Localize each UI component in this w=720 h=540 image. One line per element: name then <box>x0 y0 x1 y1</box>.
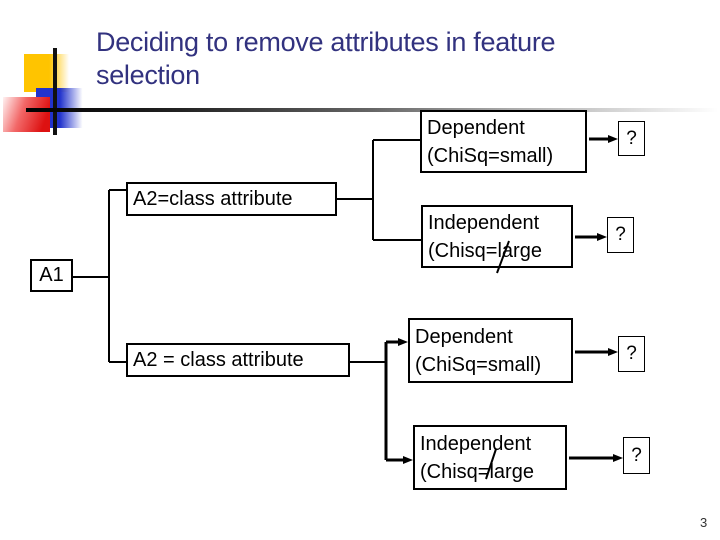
decoration-yellow-square <box>24 54 70 92</box>
branch-node-a2-bottom-label: A2 = class attribute <box>133 349 304 371</box>
outcome-node-independent-top: Independent (Chisq=large <box>421 205 573 268</box>
title-underline-rule <box>26 108 718 112</box>
outcome-dependent-bottom-line1: Dependent <box>415 326 513 348</box>
branch-node-a2-bottom: A2 = class attribute <box>126 343 350 377</box>
outcome-independent-top-line2: (Chisq=large <box>428 240 542 262</box>
page-number: 3 <box>700 515 708 530</box>
question-box-2: ? <box>607 217 634 253</box>
outcome-node-dependent-top: Dependent (ChiSq=small) <box>420 110 587 173</box>
question-box-1: ? <box>618 121 645 156</box>
outcome-independent-top-line1: Independent <box>428 212 540 234</box>
outcome-node-dependent-bottom: Dependent (ChiSq=small) <box>408 318 573 383</box>
outcome-dependent-top-line1: Dependent <box>427 117 525 139</box>
slide-title: Deciding to remove attributes in feature… <box>96 26 696 92</box>
slide-title-line2: selection <box>96 60 200 90</box>
outcome-independent-bottom-line1: Independent <box>420 433 532 455</box>
outcome-dependent-top-line2: (ChiSq=small) <box>427 145 554 167</box>
decoration-vertical-line <box>53 48 57 135</box>
root-node-a1: A1 <box>30 259 73 292</box>
question-box-4: ? <box>623 437 650 474</box>
elbow-connector-lines <box>73 139 421 363</box>
branch-node-a2-top: A2=class attribute <box>126 182 337 216</box>
branch-node-a2-top-label: A2=class attribute <box>133 188 293 210</box>
decoration-red-square <box>3 97 50 132</box>
outcome-dependent-bottom-line2: (ChiSq=small) <box>415 354 542 376</box>
outcome-node-independent-bottom: Independent (Chisq=large <box>413 425 567 490</box>
question-box-3: ? <box>618 336 645 372</box>
slide-title-line1: Deciding to remove attributes in feature <box>96 27 556 57</box>
outcome-independent-bottom-line2: (Chisq=large <box>420 461 534 483</box>
